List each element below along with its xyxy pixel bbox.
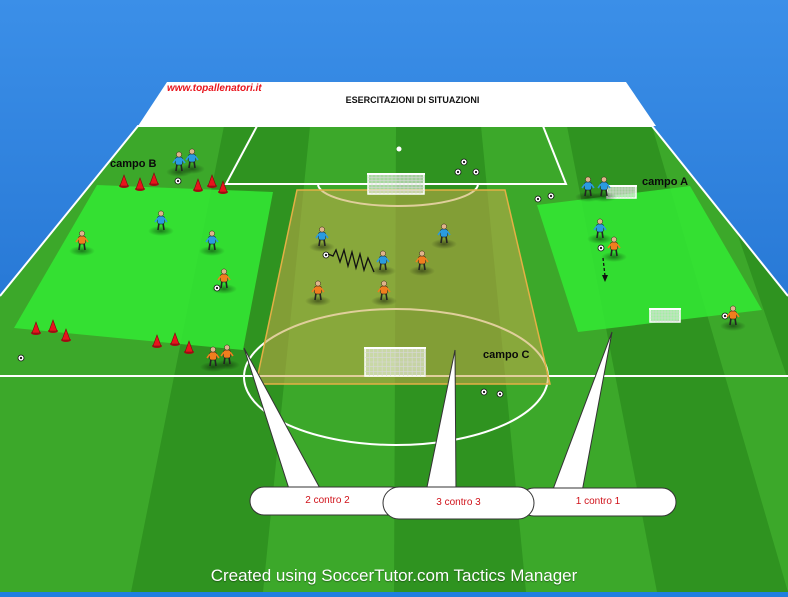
- player-figure-icon: [437, 223, 451, 244]
- training-cone-icon: [193, 178, 203, 192]
- penalty-spot: [396, 146, 402, 152]
- player-figure-icon: [220, 344, 234, 365]
- training-cone-icon: [152, 334, 162, 348]
- movement-arrow-icon: [602, 257, 606, 277]
- player-figure-icon: [376, 250, 390, 271]
- title-banner: [138, 82, 656, 126]
- soccer-ball-icon: [480, 388, 488, 396]
- player-figure-icon: [415, 250, 429, 271]
- player-shadow: [370, 266, 396, 276]
- soccer-ball-icon: [460, 158, 468, 166]
- training-cone-icon: [207, 174, 217, 188]
- brand-link[interactable]: www.topallenatori.it: [167, 83, 262, 94]
- player-shadow: [309, 242, 335, 252]
- goal-net-icon: [367, 173, 425, 195]
- footer-credit: Created using SoccerTutor.com Tactics Ma…: [210, 566, 578, 585]
- player-shadow: [587, 234, 613, 244]
- player-shadow: [305, 296, 331, 306]
- player-figure-icon: [205, 230, 219, 251]
- arrow-head-icon: [602, 275, 608, 282]
- player-figure-icon: [377, 280, 391, 301]
- player-shadow: [69, 246, 95, 256]
- soccer-ball-icon: [547, 192, 555, 200]
- callout-bubble-middle: [382, 486, 535, 520]
- soccer-ball-icon: [454, 168, 462, 176]
- soccer-ball-icon: [534, 195, 542, 203]
- callout-bubbles: [249, 486, 677, 520]
- training-cone-icon: [149, 172, 159, 186]
- player-figure-icon: [75, 230, 89, 251]
- player-figure-icon: [206, 346, 220, 367]
- soccer-ball-icon: [496, 390, 504, 398]
- soccer-ball-icon: [597, 244, 605, 252]
- player-shadow: [720, 321, 746, 331]
- training-cone-icon: [170, 332, 180, 346]
- training-cone-icon: [218, 180, 228, 194]
- soccer-ball-icon: [322, 251, 330, 259]
- area-b: [14, 185, 273, 350]
- area-c: [255, 189, 551, 385]
- player-figure-icon: [185, 148, 199, 169]
- player-figure-icon: [217, 268, 231, 289]
- player-figure-icon: [607, 236, 621, 257]
- soccer-ball-icon: [213, 284, 221, 292]
- goal-net-icon: [649, 308, 681, 323]
- player-shadow: [601, 252, 627, 262]
- dribble-path-icon: [327, 247, 375, 273]
- player-figure-icon: [154, 210, 168, 231]
- training-cone-icon: [48, 319, 58, 333]
- player-shadow: [148, 226, 174, 236]
- player-figure-icon: [315, 226, 329, 247]
- zone-label-b: campo B: [110, 158, 157, 170]
- callout-label-left: 2 contro 2: [305, 495, 350, 506]
- goal-net-icon: [364, 347, 426, 377]
- training-cone-icon: [31, 321, 41, 335]
- player-figure-icon: [581, 176, 595, 197]
- zone-label-c: campo C: [483, 349, 530, 361]
- soccer-ball-icon: [17, 354, 25, 362]
- player-shadow: [214, 360, 240, 370]
- player-figure-icon: [726, 305, 740, 326]
- training-cone-icon: [61, 328, 71, 342]
- zone-label-a: campo A: [642, 176, 689, 188]
- training-cone-icon: [135, 177, 145, 191]
- callout-label-middle: 3 contro 3: [436, 497, 481, 508]
- player-shadow: [179, 164, 205, 174]
- player-figure-icon: [172, 151, 186, 172]
- player-figure-icon: [311, 280, 325, 301]
- player-shadow: [431, 239, 457, 249]
- player-figure-icon: [593, 218, 607, 239]
- player-figure-icon: [597, 176, 611, 197]
- soccer-ball-icon: [174, 177, 182, 185]
- player-shadow: [409, 266, 435, 276]
- player-shadow: [371, 296, 397, 306]
- area-a: [537, 186, 762, 332]
- soccer-ball-icon: [472, 168, 480, 176]
- training-cone-icon: [184, 340, 194, 354]
- callout-label-right: 1 contro 1: [575, 496, 621, 507]
- diagram-title: ESERCITAZIONI DI SITUAZIONI: [345, 95, 480, 105]
- training-cone-icon: [119, 174, 129, 188]
- player-shadow: [199, 246, 225, 256]
- player-shadow: [591, 192, 617, 202]
